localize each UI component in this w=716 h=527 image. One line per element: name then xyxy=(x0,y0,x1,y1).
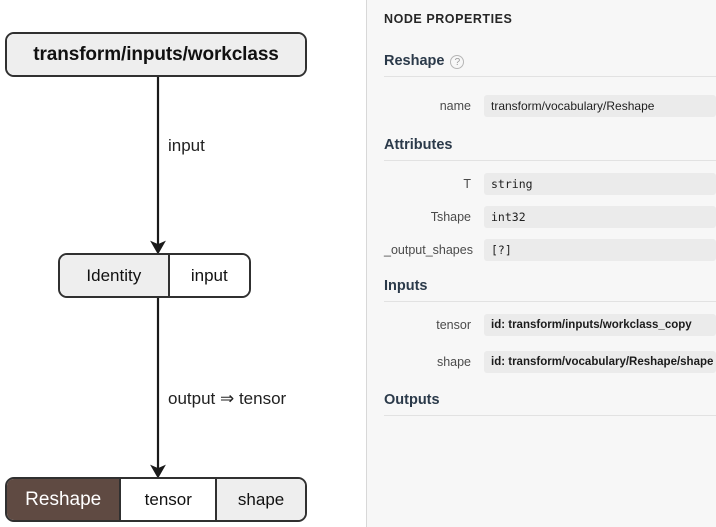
graph-node-reshape-slot-shape[interactable]: shape xyxy=(215,479,305,520)
panel-title: NODE PROPERTIES xyxy=(384,12,513,26)
graph-node-reshape-op-label: Reshape xyxy=(7,479,120,520)
help-circle-icon[interactable]: ? xyxy=(450,55,465,69)
property-value-input-shape[interactable]: id: transform/vocabulary/Reshape/shape xyxy=(484,351,716,373)
property-label-input-shape: shape xyxy=(436,355,471,369)
graph-node-identity-op-label: Identity xyxy=(60,255,168,296)
property-row-input-shape: shape id: transform/vocabulary/Reshape/s… xyxy=(384,351,716,373)
property-row-tshape: Tshape int32 xyxy=(384,206,716,228)
section-title-attributes: Attributes xyxy=(384,137,453,153)
graph-node-identity[interactable]: Identity input xyxy=(58,253,251,298)
property-row-input-tensor: tensor id: transform/inputs/workclass_co… xyxy=(384,314,716,336)
graph-node-workclass-label: transform/inputs/workclass xyxy=(7,34,305,75)
property-value-t[interactable]: string xyxy=(484,173,716,195)
graph-node-reshape[interactable]: Reshape tensor shape xyxy=(5,477,307,522)
property-label-tshape: Tshape xyxy=(430,210,471,224)
property-label-input-tensor: tensor xyxy=(436,318,471,332)
property-value-name[interactable]: transform/vocabulary/Reshape xyxy=(484,95,716,117)
property-label-output-shapes: _output_shapes xyxy=(384,243,473,257)
property-label-name: name xyxy=(439,99,471,113)
property-row-name: name transform/vocabulary/Reshape xyxy=(384,95,716,117)
property-label-t: T xyxy=(463,177,471,191)
property-row-output-shapes: _output_shapes [?] xyxy=(384,239,716,261)
graph-node-identity-slot-input[interactable]: input xyxy=(167,255,249,296)
property-value-input-tensor[interactable]: id: transform/inputs/workclass_copy xyxy=(484,314,716,336)
graph-edges-layer xyxy=(150,77,166,479)
property-value-output-shapes[interactable]: [?] xyxy=(484,239,716,261)
section-header-outputs: Outputs xyxy=(384,392,716,416)
section-title-inputs: Inputs xyxy=(384,278,428,294)
edge-label-input: input xyxy=(168,136,205,155)
property-row-t: T string xyxy=(384,173,716,195)
node-properties-panel: NODE PROPERTIES Reshape ? name transform… xyxy=(367,0,716,527)
section-title-outputs: Outputs xyxy=(384,392,440,408)
graph-node-reshape-slot-tensor[interactable]: tensor xyxy=(119,479,216,520)
graph-canvas[interactable]: transform/inputs/workclass input Identit… xyxy=(0,0,366,527)
graph-node-workclass[interactable]: transform/inputs/workclass xyxy=(5,32,307,77)
section-title-reshape: Reshape xyxy=(384,53,445,69)
section-header-attributes: Attributes xyxy=(384,137,716,161)
section-header-reshape: Reshape ? xyxy=(384,53,716,77)
edge-label-output-tensor: output ⇒ tensor xyxy=(168,389,287,408)
section-header-inputs: Inputs xyxy=(384,278,716,302)
panel-divider xyxy=(366,0,367,527)
property-value-tshape[interactable]: int32 xyxy=(484,206,716,228)
